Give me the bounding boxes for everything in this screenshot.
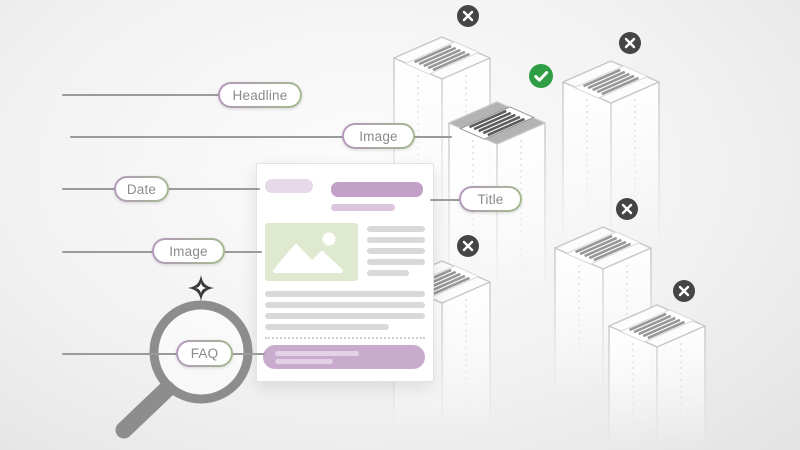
callout-title: Title	[459, 186, 522, 212]
x-mark-icon	[673, 280, 695, 302]
x-mark-icon	[457, 5, 479, 27]
text-line	[265, 324, 389, 330]
text-line	[367, 237, 425, 243]
text-line	[367, 226, 425, 232]
x-mark-icon	[619, 32, 641, 54]
callout-faq-label: FAQ	[178, 342, 231, 365]
dotted-separator	[265, 337, 425, 339]
lead-line	[62, 251, 154, 253]
x-mark-icon	[457, 235, 479, 257]
subtitle-placeholder	[331, 204, 395, 211]
text-line	[367, 259, 425, 265]
lead-line	[232, 353, 265, 355]
callout-faq: FAQ	[176, 340, 233, 367]
document-stack-4	[554, 198, 652, 419]
text-line	[265, 313, 425, 319]
lead-line	[224, 251, 262, 253]
image-placeholder	[265, 223, 358, 281]
title-placeholder	[331, 182, 423, 197]
magnifier-icon	[115, 300, 253, 439]
text-line	[265, 291, 425, 297]
lead-line	[414, 136, 452, 138]
lead-line	[70, 136, 344, 138]
text-line	[367, 270, 409, 276]
faq-placeholder	[263, 345, 425, 369]
callout-title-label: Title	[461, 188, 520, 210]
text-line	[367, 248, 425, 254]
document-stack-6	[608, 280, 706, 450]
callout-image-side-label: Image	[154, 240, 223, 262]
sparkle-icon	[188, 275, 214, 301]
text-line	[265, 302, 425, 308]
callout-date-label: Date	[116, 178, 167, 200]
lead-line	[62, 188, 118, 190]
document-stack-3	[562, 32, 660, 268]
text-line	[275, 351, 359, 356]
lead-line	[430, 199, 461, 201]
lead-line	[62, 94, 220, 96]
lead-line	[168, 188, 260, 190]
date-placeholder	[265, 179, 313, 193]
image-placeholder-icon	[273, 232, 343, 273]
callout-image-side: Image	[152, 238, 225, 264]
callout-headline: Headline	[218, 82, 302, 108]
x-mark-icon	[616, 198, 638, 220]
lead-line	[62, 353, 177, 355]
text-line	[275, 359, 333, 364]
callout-image-top: Image	[342, 123, 415, 149]
callout-headline-label: Headline	[220, 84, 300, 106]
callout-date: Date	[114, 176, 169, 202]
structured-document	[256, 163, 434, 382]
check-icon	[529, 64, 553, 88]
callout-image-top-label: Image	[344, 125, 413, 147]
